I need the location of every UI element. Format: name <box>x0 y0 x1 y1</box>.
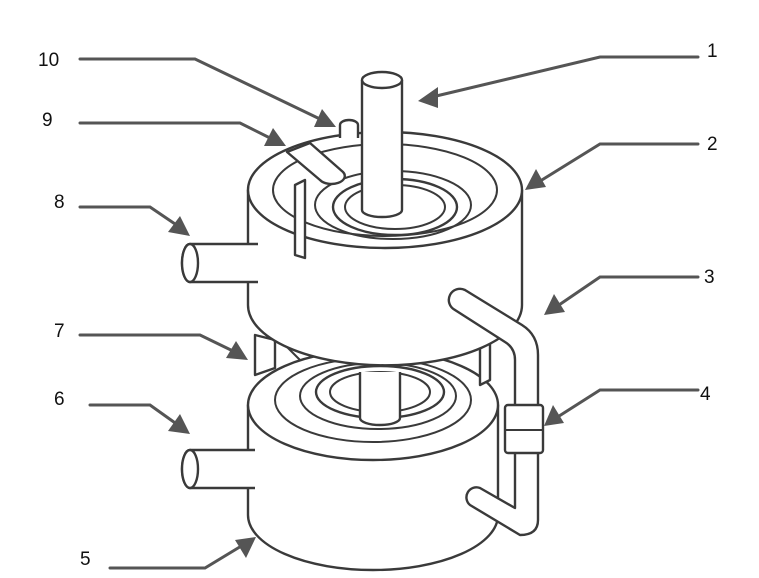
callout-6: 6 <box>54 389 65 410</box>
lower-shaft-segment <box>358 372 402 427</box>
callout-3: 3 <box>704 267 715 288</box>
callout-leaders <box>78 55 700 570</box>
callout-1: 1 <box>707 41 718 62</box>
callout-7: 7 <box>54 321 65 342</box>
callout-5: 5 <box>80 549 91 570</box>
callout-8: 8 <box>54 192 65 213</box>
upper-inlet-tube <box>285 141 346 186</box>
central-shaft <box>360 70 404 219</box>
callout-4: 4 <box>700 384 711 405</box>
callout-2: 2 <box>707 134 718 155</box>
callout-10: 10 <box>38 50 59 71</box>
lower-side-pipe <box>180 448 255 490</box>
external-bent-pipe <box>447 287 545 537</box>
top-nozzle <box>338 118 360 138</box>
callout-9: 9 <box>42 110 53 131</box>
connecting-tube <box>253 333 492 387</box>
upper-side-pipe <box>180 242 258 284</box>
